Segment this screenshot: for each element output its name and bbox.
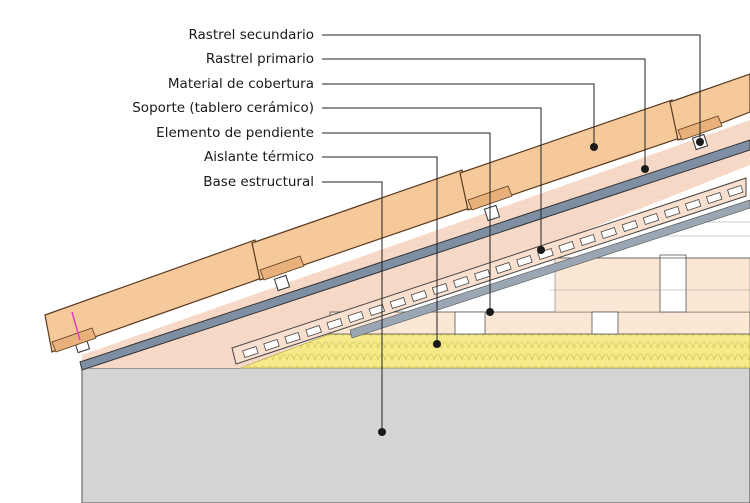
slope-element-hole xyxy=(389,296,407,310)
slope-element-hole xyxy=(495,261,512,275)
slope-element-hole xyxy=(621,219,639,233)
dot-soporte xyxy=(537,246,545,254)
slope-element-hole xyxy=(558,240,575,254)
dot-aislante xyxy=(433,340,441,348)
leader-material-cobertura xyxy=(322,83,595,147)
slope-element-hole xyxy=(242,345,259,359)
leader-soporte xyxy=(322,107,542,250)
leader-elemento-pendiente xyxy=(322,132,491,312)
slope-element-hole xyxy=(684,198,702,212)
base-slab xyxy=(81,367,750,503)
label-rastrel-primario: Rastrel primario xyxy=(206,51,314,67)
leader-dots xyxy=(378,138,704,436)
slope-element-hole xyxy=(663,205,681,219)
leader-lines xyxy=(322,34,701,432)
support-beams xyxy=(329,221,750,335)
dot-rastrel-secundario xyxy=(696,138,704,146)
slope-element-hole xyxy=(263,338,280,352)
slope-element-hole xyxy=(705,191,723,205)
slope-element-hole xyxy=(579,233,596,247)
label-rastrel-secundario: Rastrel secundario xyxy=(188,27,314,43)
slope-element-hole xyxy=(600,226,618,240)
tile-lip xyxy=(259,255,305,281)
leader-base xyxy=(322,181,383,432)
support-board xyxy=(79,139,750,371)
leader-rastrel-secundario xyxy=(322,34,701,142)
slope-element-hole xyxy=(305,324,322,338)
slope-element-hole xyxy=(368,303,386,317)
slope-element-hole xyxy=(727,184,744,198)
slope-element-hole xyxy=(642,212,660,226)
slope-element-hole xyxy=(452,275,470,289)
slope-element-hole xyxy=(284,331,301,345)
leader-rastrel-primario xyxy=(322,58,646,169)
leader-aislante xyxy=(322,156,438,344)
dot-rastrel-primario xyxy=(641,165,649,173)
dot-material-cobertura xyxy=(590,143,598,151)
roof-tile xyxy=(669,73,750,141)
dot-base xyxy=(378,428,386,436)
slope-element-holes xyxy=(242,184,744,359)
slope-element-hole xyxy=(474,268,491,282)
slope-element-hole xyxy=(347,310,365,324)
slope-element-hole xyxy=(516,254,533,268)
insulation-layer xyxy=(239,333,750,369)
slope-element-hole xyxy=(410,289,428,303)
label-soporte: Soporte (tablero cerámico) xyxy=(132,100,314,116)
slope-element-hole xyxy=(326,317,343,331)
roof-tiles xyxy=(44,73,750,353)
label-material-cobertura: Material de cobertura xyxy=(168,76,314,92)
label-aislante: Aislante térmico xyxy=(204,149,314,165)
batten-block xyxy=(273,274,291,292)
slope-element-hole xyxy=(431,282,449,296)
label-elemento-pendiente: Elemento de pendiente xyxy=(156,125,314,141)
tile-edge-marker xyxy=(71,311,81,341)
label-base: Base estructural xyxy=(203,174,314,190)
dot-elemento-pendiente xyxy=(486,308,494,316)
